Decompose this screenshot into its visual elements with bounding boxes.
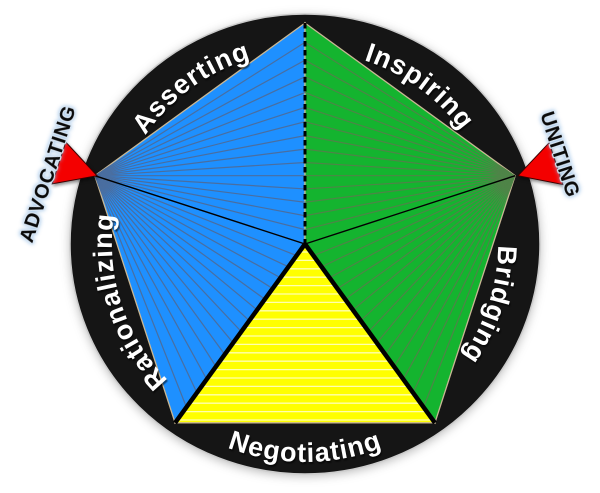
hatch-line	[305, 23, 516, 177]
hatch-line	[305, 175, 516, 398]
hatch-line	[94, 175, 305, 423]
hatch-line	[305, 175, 516, 306]
radius-line-left	[94, 175, 306, 245]
divider-lines	[94, 23, 516, 425]
hatch-line	[94, 175, 305, 423]
yellow-hatch-lines	[175, 251, 435, 421]
hatch-line	[305, 23, 516, 177]
hatch-line	[305, 109, 516, 177]
hatch-line	[305, 175, 516, 274]
hatch-line	[305, 175, 516, 423]
hatch-line	[94, 23, 305, 177]
hatch-line	[94, 23, 305, 177]
hatch-line	[94, 175, 305, 368]
marker-arrows	[51, 141, 564, 186]
hatch-line	[94, 175, 305, 209]
hatch-line	[94, 175, 305, 398]
uniting-arrow-icon	[517, 141, 564, 186]
hatch-line	[305, 175, 516, 423]
hatch-line	[94, 109, 305, 177]
yellow-edge-right	[303, 242, 437, 425]
advocating-arrow-icon	[51, 141, 98, 185]
hatch-line	[94, 175, 305, 306]
hatch-line	[305, 23, 516, 177]
hatch-line	[94, 175, 305, 242]
hatch-line	[94, 175, 305, 423]
hatch-line	[94, 45, 305, 177]
hatch-line	[94, 23, 305, 177]
hatch-line	[305, 175, 516, 242]
hatch-line	[305, 23, 516, 177]
hatch-line	[94, 23, 305, 177]
hatch-line	[305, 175, 516, 209]
hatch-line	[305, 175, 516, 368]
hatch-line	[94, 23, 305, 177]
hatch-line	[94, 142, 305, 177]
yellow-edge-left	[173, 242, 307, 425]
wheel-rim-outline	[69, 13, 541, 475]
radius-line-right	[304, 175, 516, 245]
hatch-line	[305, 175, 516, 423]
hatch-line	[305, 23, 516, 177]
hatch-line	[94, 175, 305, 274]
hatch-line	[305, 77, 516, 177]
hatch-line	[94, 77, 305, 177]
hatch-line	[305, 142, 516, 177]
hatch-line	[305, 45, 516, 177]
